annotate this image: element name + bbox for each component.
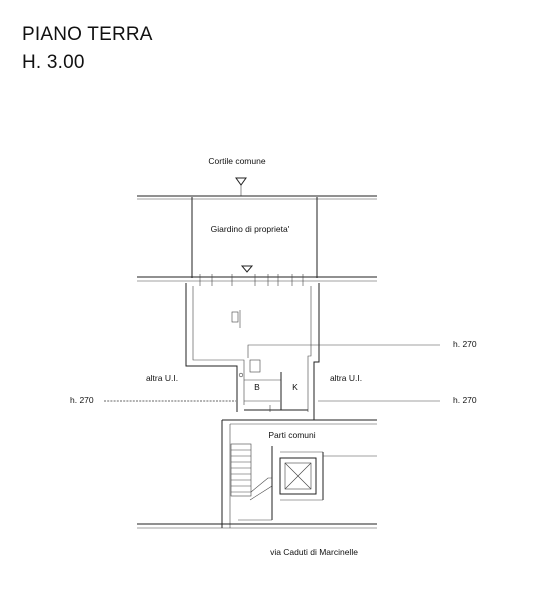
floor-title: PIANO TERRA	[22, 24, 153, 45]
common-parts-label: Parti comuni	[268, 430, 315, 440]
garden-label: Giardino di proprieta'	[211, 224, 290, 234]
height-label-left: h. 270	[70, 395, 94, 405]
garden-level-marker-icon	[240, 265, 254, 273]
other-unit-left-label: altra U.I.	[146, 373, 178, 383]
courtyard-label: Cortile comune	[208, 156, 265, 166]
room-k-label: K	[292, 382, 298, 392]
street-label: via Caduti di Marcinelle	[270, 547, 358, 557]
height-label-right: h. 270	[453, 395, 477, 405]
level-marker-icon	[235, 177, 247, 186]
room-b-label: B	[254, 382, 260, 392]
floor-height: H. 3.00	[22, 52, 85, 73]
other-unit-right-label: altra U.I.	[330, 373, 362, 383]
height-label-right-top: h. 270	[453, 339, 477, 349]
elevator-shaft	[279, 457, 317, 495]
